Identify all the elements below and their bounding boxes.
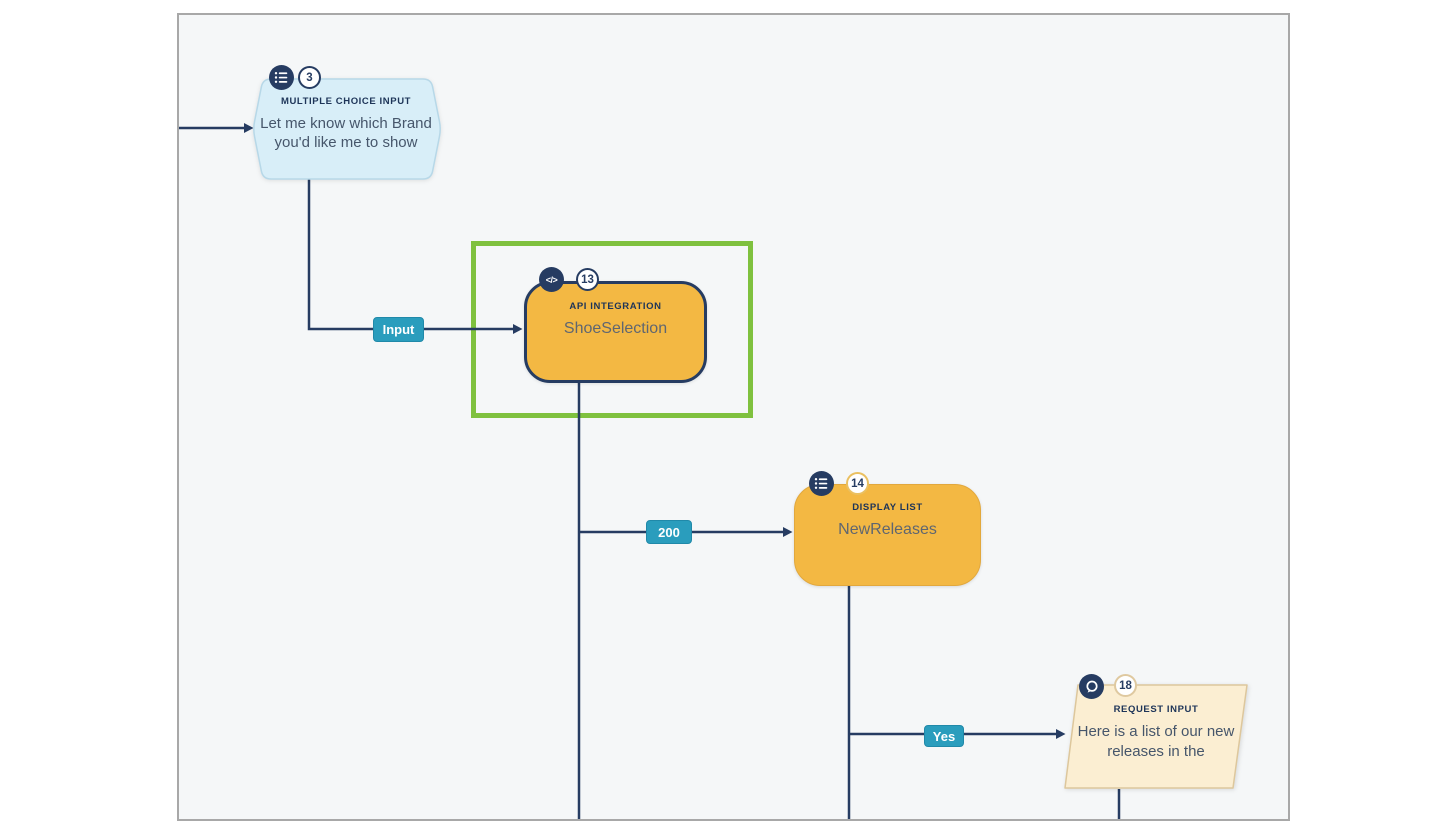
node-type-label: DISPLAY LIST (852, 502, 923, 513)
node-request-input[interactable]: REQUEST INPUT Here is a list of our new … (1064, 684, 1248, 789)
node-text: Here is a list of our new (1077, 723, 1235, 740)
list-icon (809, 471, 834, 496)
node-number-badge: 13 (576, 268, 599, 291)
edge-label-input[interactable]: Input (373, 317, 424, 342)
node-text: releases in the (1107, 743, 1205, 760)
node-type-label: API INTEGRATION (569, 301, 662, 312)
code-icon: </> (539, 267, 564, 292)
edge-label-yes[interactable]: Yes (924, 725, 964, 747)
connector-lines (179, 123, 1121, 819)
list-icon (269, 65, 294, 90)
edge-label-200[interactable]: 200 (646, 520, 692, 544)
node-multiple-choice-input[interactable]: MULTIPLE CHOICE INPUT Let me know which … (253, 78, 441, 180)
node-text: ShoeSelection (563, 320, 668, 337)
node-number-badge: 18 (1114, 674, 1137, 697)
node-type-label: REQUEST INPUT (1113, 704, 1199, 715)
node-api-integration-shoeselection[interactable]: API INTEGRATION ShoeSelection (524, 281, 707, 383)
node-display-list-newreleases[interactable]: DISPLAY LIST NewReleases (794, 484, 981, 586)
hexagon-shape (253, 78, 441, 180)
node-number-badge: 14 (846, 472, 869, 495)
node-type-label: MULTIPLE CHOICE INPUT (280, 96, 412, 107)
node-number-badge: 3 (298, 66, 321, 89)
flow-canvas[interactable]: MULTIPLE CHOICE INPUT Let me know which … (177, 13, 1290, 821)
chat-icon (1079, 674, 1104, 699)
node-text: you'd like me to show (274, 134, 418, 151)
node-text: Let me know which Brand (260, 115, 432, 132)
parallelogram-shape (1064, 684, 1248, 789)
node-text: NewReleases (838, 521, 937, 538)
